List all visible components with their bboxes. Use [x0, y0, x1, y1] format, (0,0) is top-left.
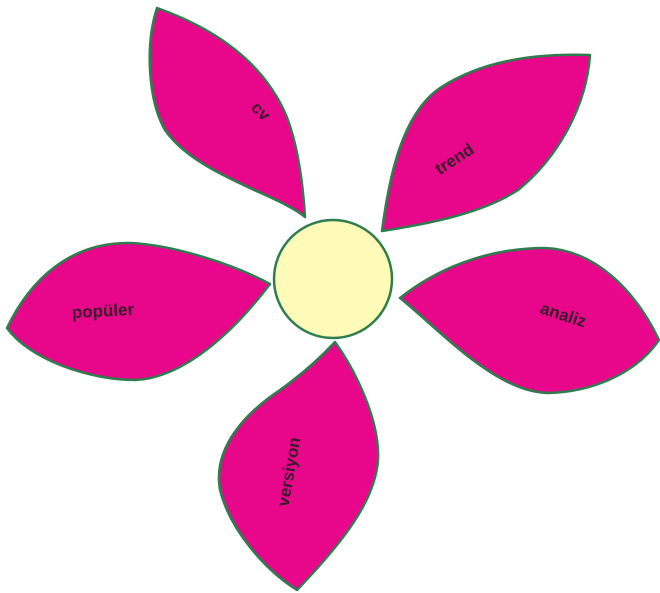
- petal-populer: popüler: [7, 243, 270, 380]
- petal-cv-shape: [150, 8, 305, 217]
- petal-populer-label: popüler: [71, 300, 135, 322]
- petal-trend: trend: [382, 55, 590, 231]
- petal-trend-shape: [382, 55, 590, 231]
- petal-populer-shape: [7, 243, 270, 380]
- flower-center-disc: [274, 220, 392, 338]
- petal-cv: cv: [150, 8, 305, 217]
- petal-analiz-shape: [400, 248, 659, 393]
- petal-analiz: analiz: [400, 248, 659, 393]
- petal-versiyon: versiyon: [219, 342, 378, 590]
